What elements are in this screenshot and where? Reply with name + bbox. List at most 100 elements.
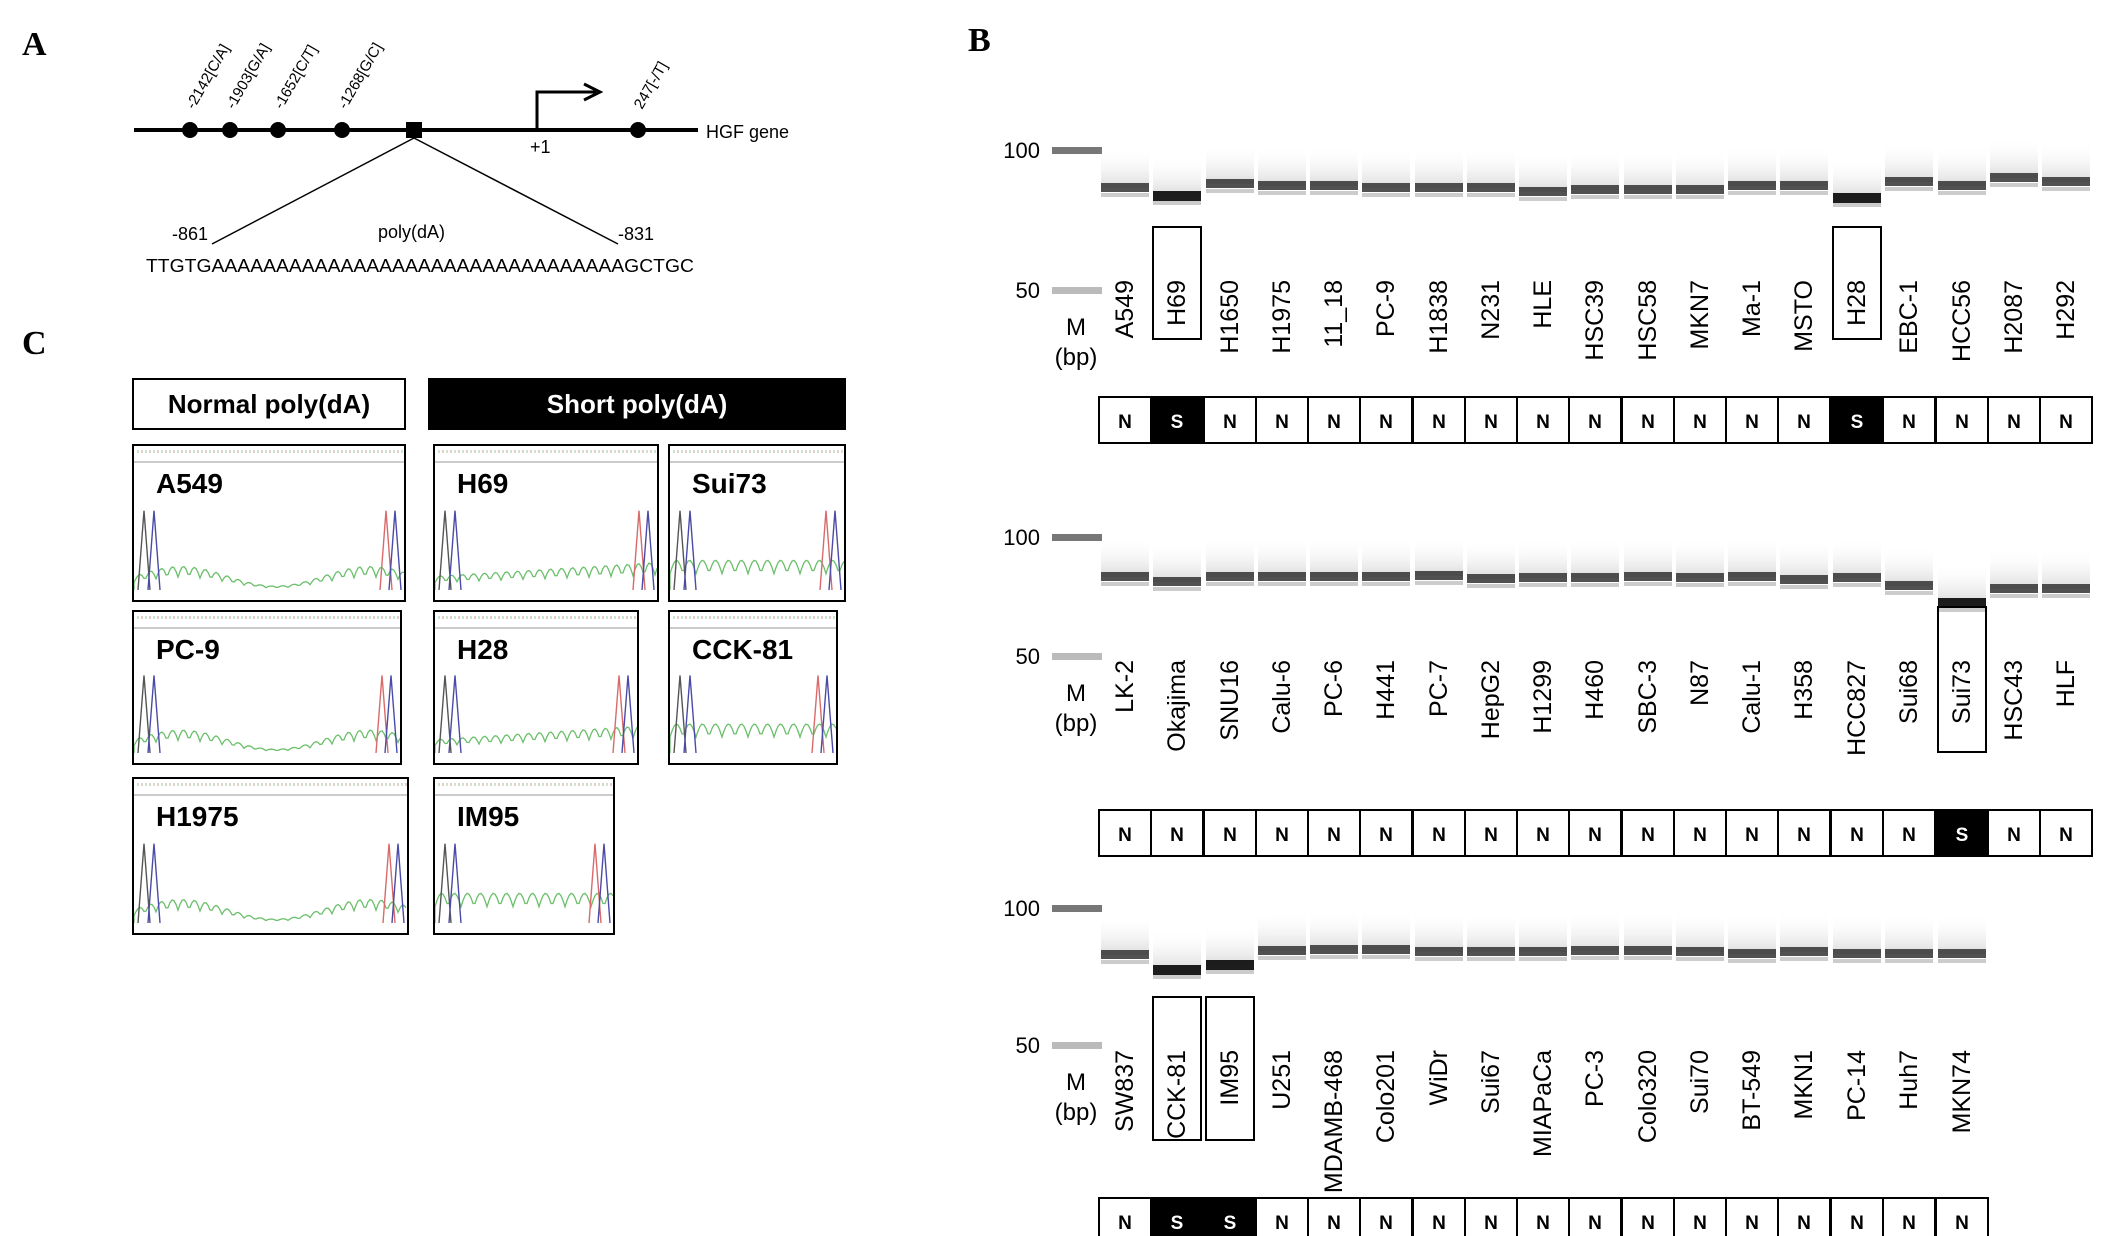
lane-label: H69 [1163, 280, 1191, 326]
lane-band [1833, 193, 1881, 203]
lane-band [1362, 183, 1410, 192]
lane-smear [1938, 563, 1986, 603]
lane-band-shadow [1624, 195, 1672, 199]
status-letter: N [1536, 412, 1550, 433]
lane-band [1415, 947, 1463, 956]
lane-band [1415, 183, 1463, 192]
lane-band [1153, 191, 1201, 201]
lane-label: PC-3 [1581, 1050, 1609, 1107]
lane-smear [1571, 150, 1619, 190]
status-cell [2039, 396, 2093, 444]
lane-smear [1153, 542, 1201, 582]
status-letter: N [1223, 825, 1237, 846]
status-letter: N [2007, 412, 2021, 433]
trace-panel: A549 [132, 444, 406, 602]
lane-label: Calu-6 [1268, 660, 1296, 734]
lane-label: Colo201 [1372, 1050, 1400, 1143]
lane-label: PC-7 [1425, 660, 1453, 717]
trace-name: H1975 [156, 801, 239, 832]
lane-band [1571, 946, 1619, 955]
status-cell [1882, 396, 1936, 444]
lane-band-shadow [1938, 191, 1986, 195]
lane-smear [1780, 912, 1828, 952]
lane-band [1780, 181, 1828, 190]
status-cell [1568, 809, 1622, 857]
lane-smear [1519, 912, 1567, 952]
lane-band [1676, 185, 1724, 194]
lane-band [1467, 947, 1515, 956]
status-cell [1359, 1197, 1413, 1236]
lane-label: Sui70 [1686, 1050, 1714, 1114]
right-position-label: -831 [618, 224, 654, 244]
lane-band [1780, 575, 1828, 584]
status-letter: N [1327, 1213, 1341, 1234]
status-cell [1673, 396, 1727, 444]
status-letter: N [1327, 412, 1341, 433]
status-letter: S [1851, 412, 1864, 433]
lane-band [1990, 173, 2038, 182]
lane-band [1676, 573, 1724, 582]
short-lane-box [1205, 996, 1255, 1141]
trace-name: H69 [457, 468, 509, 499]
lane-label: MKN74 [1948, 1050, 1976, 1133]
lane-band-shadow [1415, 581, 1463, 585]
lane-label: Sui73 [1948, 660, 1976, 724]
lane-band [1728, 949, 1776, 958]
lane-smear [1780, 146, 1828, 186]
lane-band [1153, 965, 1201, 975]
trace-name: A549 [156, 468, 223, 499]
lane-band-shadow [1310, 582, 1358, 586]
status-letter: N [1641, 825, 1655, 846]
lane-label: H2087 [2000, 280, 2028, 354]
lane-label: PC-9 [1372, 280, 1400, 337]
lane-band [1624, 946, 1672, 955]
lane-smear [1206, 925, 1254, 965]
trace-panel: CCK-81 [668, 610, 838, 765]
status-letter: N [1118, 1213, 1132, 1234]
lane-label: H1975 [1268, 280, 1296, 354]
status-cell [1150, 396, 1204, 444]
lane-smear [1310, 146, 1358, 186]
lane-label: WiDr [1425, 1050, 1453, 1106]
lane-label: N231 [1477, 280, 1505, 340]
chromatogram [435, 783, 613, 924]
snp-marker-2142 [182, 122, 198, 138]
lane-label: H358 [1790, 660, 1818, 720]
lane-band-shadow [1362, 193, 1410, 197]
status-letter: N [2059, 825, 2073, 846]
lane-smear [1833, 158, 1881, 198]
lane-label: HCC827 [1843, 660, 1871, 756]
lane-smear [1206, 144, 1254, 184]
lane-band-shadow [1990, 594, 2038, 598]
short-lane-box [1152, 226, 1202, 340]
lane-smear [1624, 537, 1672, 577]
status-cell [1255, 1197, 1309, 1236]
lane-smear [1624, 911, 1672, 951]
chromatogram [435, 616, 637, 754]
status-letter: N [1275, 825, 1289, 846]
status-cell [1464, 396, 1518, 444]
trace-panel: H1975 [132, 777, 409, 935]
lane-band [1624, 572, 1672, 581]
lane-band-shadow [1728, 191, 1776, 195]
lane-band-shadow [1833, 959, 1881, 963]
snp-marker-1652 [270, 122, 286, 138]
lane-smear [1728, 914, 1776, 954]
lane-band-shadow [1310, 191, 1358, 195]
status-cell [1098, 396, 1152, 444]
lane-smear [1624, 150, 1672, 190]
status-letter: N [2059, 412, 2073, 433]
lane-smear [1467, 912, 1515, 952]
status-letter: N [2007, 825, 2021, 846]
zoom-line-left [211, 137, 415, 245]
lane-band [1415, 571, 1463, 580]
lane-band-shadow [1258, 191, 1306, 195]
lane-band-shadow [1519, 583, 1567, 587]
lane-band-shadow [1519, 197, 1567, 201]
lane-band [1676, 947, 1724, 956]
lane-label: HLF [2052, 660, 2080, 707]
lane-label: MIAPaCa [1529, 1050, 1557, 1157]
lane-label: HepG2 [1477, 660, 1505, 739]
lane-label: Sui67 [1477, 1050, 1505, 1114]
